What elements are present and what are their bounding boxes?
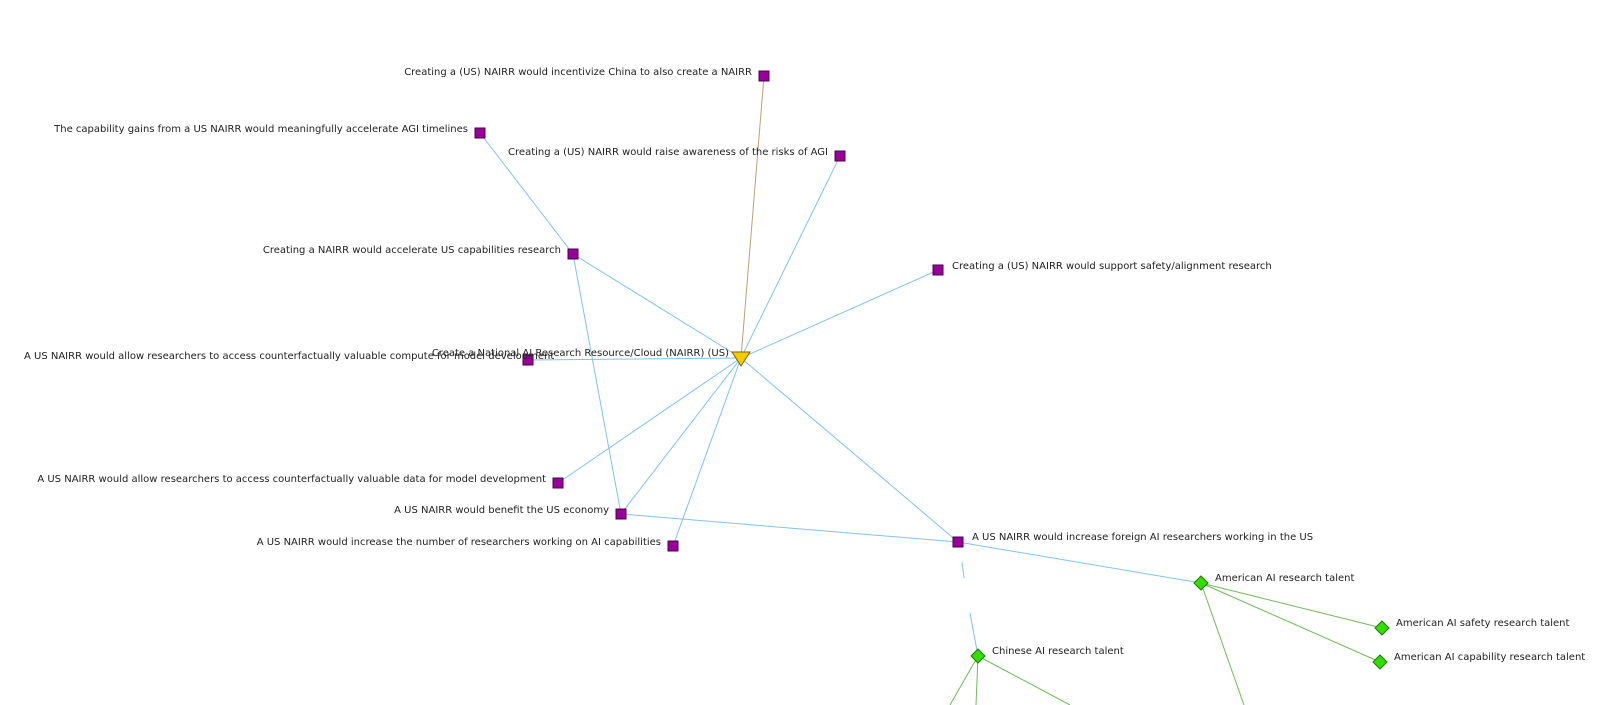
edge-benefit-economy-foreign-researchers [620,513,959,543]
nodes-layer [474,70,1390,670]
edge-foreign-researchers-chinese-talent-lower [969,612,979,657]
edge-root-support-safety [740,269,939,359]
edge-root-china-incentive [740,75,765,359]
edge-chinese-talent-offscreen-b [975,655,979,705]
label-access-data: A US NAIRR would allow researchers to ac… [37,474,546,485]
edge-accelerate-capabilities-agi-timelines [479,132,574,255]
edge-chinese-talent-offscreen-c [977,655,1071,705]
label-agi-timelines: The capability gains from a US NAIRR wou… [53,124,468,135]
node-access-compute[interactable] [522,354,534,366]
edge-root-increase-researchers [672,357,742,547]
edge-american-talent-capability-talent [1200,582,1381,663]
edge-root-benefit-economy [620,357,742,515]
node-support-safety[interactable] [932,264,944,276]
label-accelerate-capabilities: Creating a NAIRR would accelerate US cap… [263,245,561,256]
node-foreign-researchers[interactable] [952,536,964,548]
edge-root-raise-awareness [740,155,841,359]
node-benefit-economy[interactable] [615,508,627,520]
node-chinese-talent[interactable] [970,648,986,664]
label-american-safety-talent: American AI safety research talent [1396,618,1570,629]
label-american-capability-talent: American AI capability research talent [1394,652,1585,663]
label-chinese-talent: Chinese AI research talent [992,646,1124,657]
edges-layer [479,75,1383,705]
label-benefit-economy: A US NAIRR would benefit the US economy [394,505,609,516]
node-accelerate-capabilities[interactable] [567,248,579,260]
edge-root-access-compute [527,357,742,361]
label-root: Create a National AI Research Resource/C… [432,348,729,359]
node-american-capability-talent[interactable] [1372,654,1388,670]
edge-foreign-researchers-american-talent [957,541,1202,584]
node-agi-timelines[interactable] [474,127,486,139]
label-american-talent: American AI research talent [1215,573,1354,584]
label-raise-awareness: Creating a (US) NAIRR would raise awaren… [508,147,828,158]
node-increase-researchers[interactable] [667,540,679,552]
edge-root-foreign-researchers [740,357,959,543]
label-china-incentive: Creating a (US) NAIRR would incentivize … [404,67,752,78]
label-increase-researchers: A US NAIRR would increase the number of … [257,537,661,548]
label-access-compute: A US NAIRR would allow researchers to ac… [24,351,554,362]
edge-chinese-talent-offscreen-a [949,655,979,705]
edge-root-accelerate-capabilities [572,253,742,359]
edge-accelerate-capabilities-benefit-economy [572,253,622,515]
node-china-incentive[interactable] [758,70,770,82]
node-access-data[interactable] [552,477,564,489]
node-raise-awareness[interactable] [834,150,846,162]
label-support-safety: Creating a (US) NAIRR would support safe… [952,261,1272,272]
node-american-safety-talent[interactable] [1374,620,1390,636]
node-american-talent[interactable] [1193,575,1209,591]
edge-american-talent-safety-talent [1200,582,1383,629]
edge-american-talent-offscreen [1200,582,1245,705]
label-foreign-researchers: A US NAIRR would increase foreign AI res… [972,532,1313,543]
edge-root-access-data [557,357,742,484]
node-root[interactable] [731,351,751,367]
labels-layer: Creating a (US) NAIRR would incentivize … [24,67,1585,663]
edge-foreign-researchers-chinese-talent-upper [961,561,965,579]
